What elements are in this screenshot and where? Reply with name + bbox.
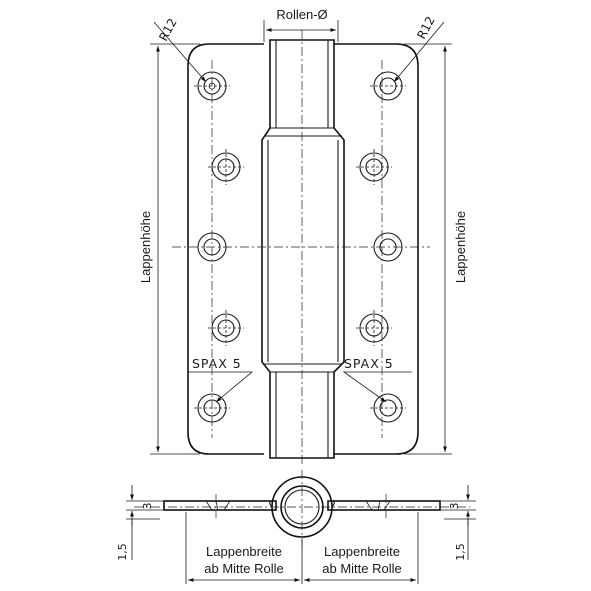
- screw-left-leader: [188, 371, 254, 403]
- screw-holes-left: [194, 71, 244, 423]
- screw-right-label: SPAX 5: [344, 356, 394, 371]
- left-leaf-section: [163, 500, 277, 511]
- screw-holes-right: [356, 71, 406, 423]
- offset-left-label: 1,5: [116, 543, 129, 561]
- radius-right-label: R12: [414, 14, 437, 41]
- leaf-height-right-label: Lappenhöhe: [453, 211, 468, 283]
- screw-left-label: SPAX 5: [192, 356, 242, 371]
- radius-left-label: R12: [156, 16, 179, 43]
- screw-right-leader: [342, 371, 412, 403]
- radius-right-leader: [393, 21, 445, 83]
- offset-right-label: 1,5: [454, 543, 467, 561]
- roller-knuckles: [261, 39, 345, 459]
- leaf-width-left-line1: Lappenbreite: [206, 544, 282, 559]
- hinge-bottom-view: [126, 470, 476, 584]
- thickness-left-label: 3: [141, 503, 154, 510]
- right-leaf-outline: [334, 43, 419, 455]
- leaf-height-left-label: Lappenhöhe: [138, 211, 153, 283]
- thickness-right-label: 3: [448, 503, 461, 510]
- radius-left-leader: [153, 21, 207, 83]
- hinge-front-view: [150, 20, 452, 466]
- right-leaf-section: [327, 500, 441, 511]
- roller-diameter-label: Rollen-Ø: [276, 7, 327, 22]
- leaf-width-right-line1: Lappenbreite: [324, 544, 400, 559]
- left-leaf-outline: [187, 43, 264, 455]
- leaf-width-right-line2: ab Mitte Rolle: [322, 561, 401, 576]
- leaf-width-left-line2: ab Mitte Rolle: [204, 561, 283, 576]
